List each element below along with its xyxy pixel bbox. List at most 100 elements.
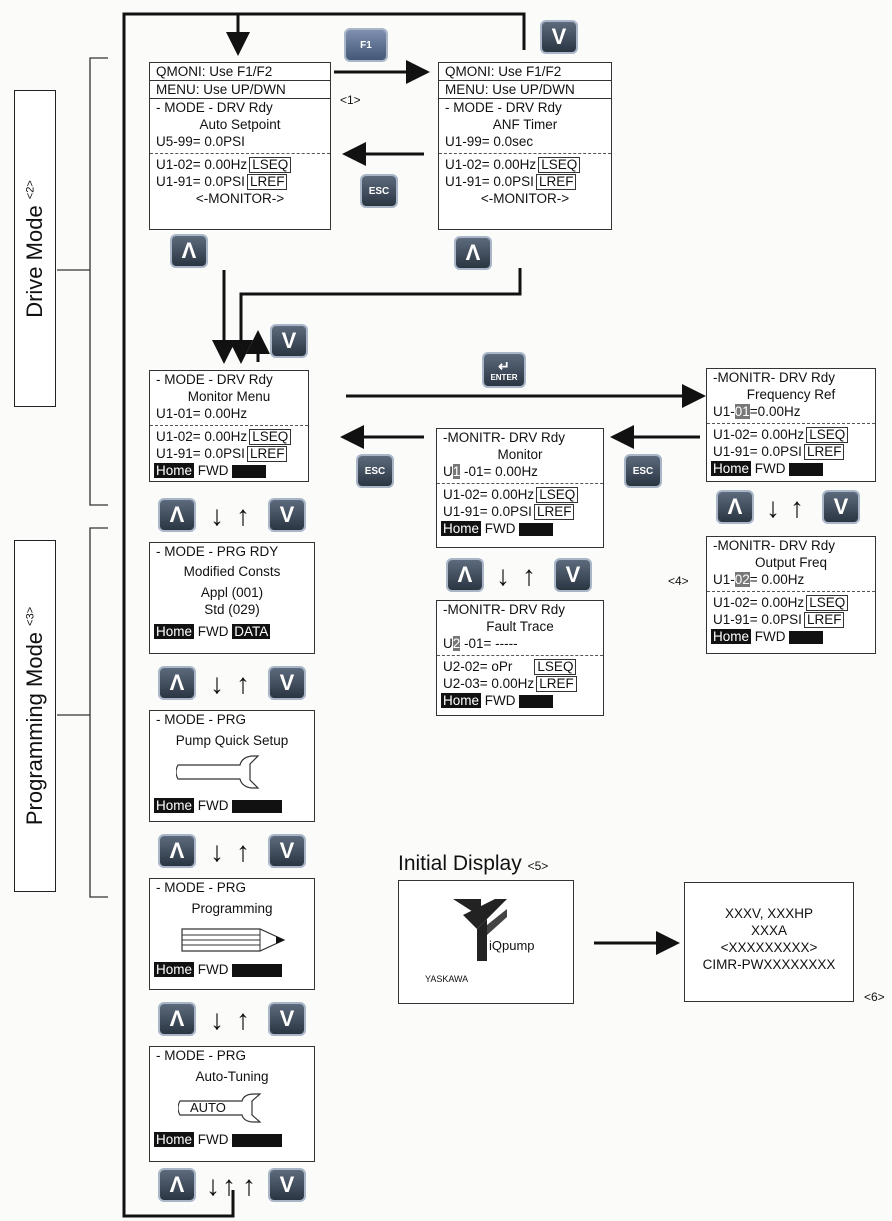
line-std: Std (029) — [204, 602, 260, 617]
black-block — [789, 630, 824, 644]
line-param-suffix: = 0.00Hz — [749, 572, 805, 587]
line-param-prefix: U1- — [713, 404, 735, 419]
down-key[interactable]: V — [272, 326, 306, 356]
line-appl: Appl (001) — [200, 585, 264, 600]
screen-initial-info: XXXV, XXXHP XXXA <XXXXXXXXX> CIMR-PWXXXX… — [684, 882, 854, 1002]
line-title: Auto-Tuning — [195, 1069, 269, 1084]
up-key[interactable]: Λ — [718, 492, 752, 522]
up-key[interactable]: Λ — [160, 1004, 194, 1034]
f1-key[interactable]: F1 — [346, 30, 386, 60]
enter-icon: ↵ — [498, 357, 510, 374]
line-mode: - MODE - PRG RDY — [156, 544, 279, 559]
down-key[interactable]: V — [270, 500, 304, 530]
screen-initial-logo: iQpump YASKAWA — [398, 880, 574, 1004]
black-block — [232, 799, 283, 813]
iqpump-logo-text: iQpump — [489, 938, 535, 953]
line-mode: - MODE - DRV Rdy — [439, 98, 611, 116]
enter-key-label: ENTER — [490, 372, 518, 382]
lref-tag: LREF — [246, 446, 288, 462]
enter-key[interactable]: ↵ENTER — [484, 354, 524, 386]
line-u102: U1-02= 0.00Hz — [713, 595, 805, 610]
up-key[interactable]: Λ — [160, 668, 194, 698]
up-key[interactable]: Λ — [160, 836, 194, 866]
fwd-label: FWD — [754, 629, 786, 644]
note-4: <4> — [668, 574, 689, 588]
line-u191: U1-91= 0.0PSI — [156, 446, 245, 461]
down-arrow: ↓ — [210, 1004, 224, 1035]
line-u102: U1-02= 0.00Hz — [445, 157, 537, 172]
loop-line — [122, 12, 526, 1218]
line-value: U5-99= 0.0PSI — [156, 134, 245, 149]
auto-label: AUTO — [190, 1100, 226, 1115]
cursor-digit: 1 — [452, 464, 461, 479]
programming-mode-box: Programming Mode <3> — [14, 540, 56, 892]
screen-modified-consts: - MODE - PRG RDY Modified Consts Appl (0… — [149, 542, 315, 654]
programming-mode-note: <3> — [24, 606, 37, 626]
down-key[interactable]: V — [824, 492, 858, 522]
down-arrow: ↓ — [210, 836, 224, 867]
screen-auto-tuning: - MODE - PRG Auto-Tuning AUTO Home FWD — [149, 1046, 315, 1162]
fwd-label: FWD — [197, 1132, 229, 1147]
wrench-outline-icon — [178, 1093, 262, 1123]
down-key[interactable]: V — [270, 668, 304, 698]
line-title: Fault Trace — [486, 619, 554, 634]
screen-fault-trace: -MONITR- DRV Rdy Fault Trace U2 -01= ---… — [436, 600, 604, 716]
line-title: Programming — [191, 901, 273, 916]
drive-mode-note: <2> — [24, 179, 37, 199]
yaskawa-brand: YASKAWA — [425, 974, 469, 984]
line-u102: U1-02= 0.00Hz — [156, 157, 248, 172]
up-arrow: ↑ — [236, 1004, 250, 1035]
down-key[interactable]: V — [542, 22, 576, 52]
line-title: Modified Consts — [183, 564, 281, 579]
fwd-label: FWD — [754, 461, 786, 476]
line-u191: U1-91= 0.0PSI — [713, 612, 802, 627]
line-param-prefix: U1- — [713, 572, 735, 587]
initial-display-note: <5> — [527, 859, 549, 873]
info-line-3: <XXXXXXXXX> — [720, 940, 818, 955]
down-arrow: ↓ — [496, 560, 510, 591]
data-label: DATA — [232, 624, 271, 639]
up-key[interactable]: Λ — [172, 236, 206, 266]
line-u191: U1-91= 0.0PSI — [713, 444, 802, 459]
screen-frequency-ref: -MONITR- DRV Rdy Frequency Ref U1-01=0.0… — [706, 368, 876, 482]
lref-tag: LREF — [803, 444, 845, 460]
esc-key[interactable]: ESC — [362, 176, 396, 206]
up-arrow: ↑ — [236, 668, 250, 699]
esc-key[interactable]: ESC — [358, 456, 392, 486]
up-key[interactable]: Λ — [160, 500, 194, 530]
home-label: Home — [154, 624, 195, 639]
black-block — [232, 963, 283, 977]
drive-mode-label: Drive Mode — [22, 204, 47, 318]
line-mode: -MONITR- DRV Rdy — [443, 602, 566, 617]
line-mode: - MODE - DRV Rdy — [150, 98, 330, 116]
line-title: Monitor Menu — [187, 389, 271, 404]
down-arrow: ↓ — [210, 668, 224, 699]
home-label: Home — [154, 1132, 195, 1147]
line-title: Monitor — [497, 447, 543, 462]
screen-monitor-menu: - MODE - DRV Rdy Monitor Menu U1-01= 0.0… — [149, 370, 309, 482]
info-line-4: CIMR-PWXXXXXXXX — [702, 957, 836, 972]
black-block — [232, 464, 267, 478]
down-key[interactable]: V — [270, 1170, 304, 1200]
down-key[interactable]: V — [270, 1004, 304, 1034]
up-key[interactable]: Λ — [456, 238, 490, 268]
info-line-2: XXXA — [750, 923, 788, 938]
up-key[interactable]: Λ — [448, 560, 482, 590]
up-arrow: ↑ — [222, 1170, 236, 1201]
lseq-tag: LSEQ — [249, 429, 292, 445]
up-key[interactable]: Λ — [160, 1170, 194, 1200]
down-key[interactable]: V — [270, 836, 304, 866]
home-label: Home — [441, 693, 482, 708]
fwd-label: FWD — [197, 798, 229, 813]
lseq-tag: LSEQ — [249, 157, 292, 173]
down-arrow: ↓ — [206, 1170, 220, 1201]
fwd-label: FWD — [197, 463, 229, 478]
esc-key[interactable]: ESC — [626, 456, 660, 486]
line-mode: -MONITR- DRV Rdy — [443, 430, 566, 445]
up-arrow: ↑ — [242, 1170, 256, 1201]
home-label: Home — [154, 798, 195, 813]
down-key[interactable]: V — [556, 560, 590, 590]
line-u202: U2-02= oPr — [443, 659, 513, 674]
line-u102: U1-02= 0.00Hz — [443, 487, 535, 502]
